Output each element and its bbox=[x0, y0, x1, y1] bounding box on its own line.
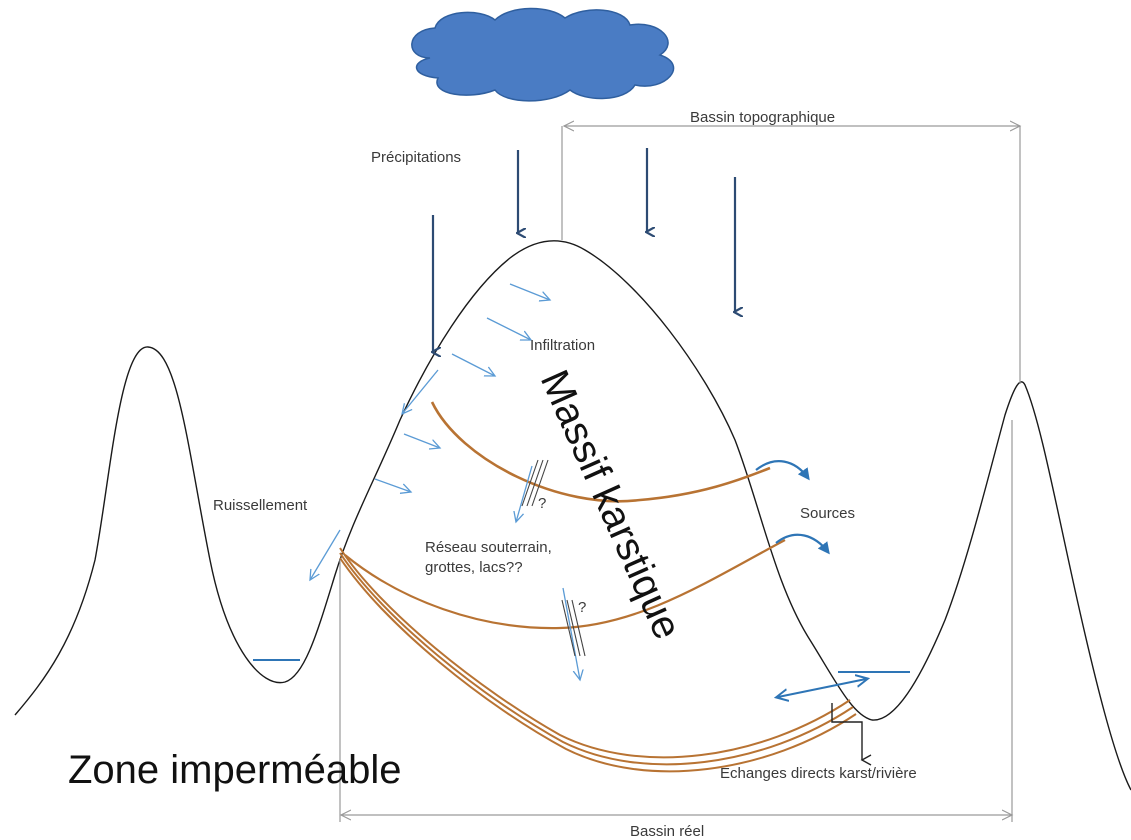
karst-conduits bbox=[339, 401, 857, 773]
exchange-leader-arrow bbox=[831, 703, 872, 766]
infiltration-arrow bbox=[486, 317, 531, 340]
exchanges-label: Echanges directs karst/rivière bbox=[720, 765, 917, 782]
conduit-middle bbox=[344, 539, 786, 630]
cloud-icon bbox=[411, 7, 675, 102]
fracture-line bbox=[561, 599, 576, 657]
infiltration-arrow bbox=[403, 433, 440, 448]
springs-label: Sources bbox=[800, 505, 855, 522]
fracture-marks bbox=[521, 459, 586, 657]
infiltration-arrows bbox=[374, 283, 550, 492]
question-mark-lower: ? bbox=[578, 599, 586, 616]
spring-upper-arrow bbox=[755, 460, 810, 481]
real-basin-label: Bassin réel bbox=[630, 823, 704, 840]
runoff-label: Ruissellement bbox=[213, 497, 308, 514]
runoff-arrow bbox=[402, 369, 439, 414]
infiltration-label: Infiltration bbox=[530, 337, 595, 354]
runoff-arrows bbox=[310, 369, 439, 580]
terrain-outline bbox=[14, 240, 1131, 791]
percolation-arrows bbox=[516, 465, 580, 680]
percolation-arrow bbox=[562, 587, 580, 680]
conduit-upper bbox=[430, 401, 771, 503]
impermeable-zone-label: Zone imperméable bbox=[68, 748, 402, 792]
topographic-basin-label: Bassin topographique bbox=[690, 109, 835, 126]
conduit-lower-a bbox=[339, 547, 851, 759]
infiltration-arrow bbox=[451, 353, 495, 376]
infiltration-arrow bbox=[509, 283, 550, 300]
runoff-arrow bbox=[310, 529, 341, 580]
underground-network-label-line1: Réseau souterrain, bbox=[425, 539, 552, 556]
spring-middle-arrow bbox=[775, 533, 830, 555]
question-mark-upper: ? bbox=[538, 495, 546, 512]
exchange-double-arrow bbox=[778, 679, 866, 697]
precipitation-arrows bbox=[433, 148, 735, 352]
fracture-line bbox=[526, 459, 544, 507]
fracture-line bbox=[531, 459, 549, 507]
massif-label: Massif karstique bbox=[532, 364, 690, 646]
percolation-arrow bbox=[516, 465, 533, 522]
conduit-lower-b bbox=[339, 552, 854, 766]
conduit-lower-c bbox=[339, 557, 857, 773]
fracture-line bbox=[571, 599, 586, 657]
fracture-line bbox=[521, 459, 539, 507]
infiltration-arrow bbox=[374, 478, 411, 492]
precipitation-label: Précipitations bbox=[371, 149, 461, 166]
underground-network-label-line2: grottes, lacs?? bbox=[425, 559, 523, 576]
fracture-line bbox=[566, 599, 581, 657]
